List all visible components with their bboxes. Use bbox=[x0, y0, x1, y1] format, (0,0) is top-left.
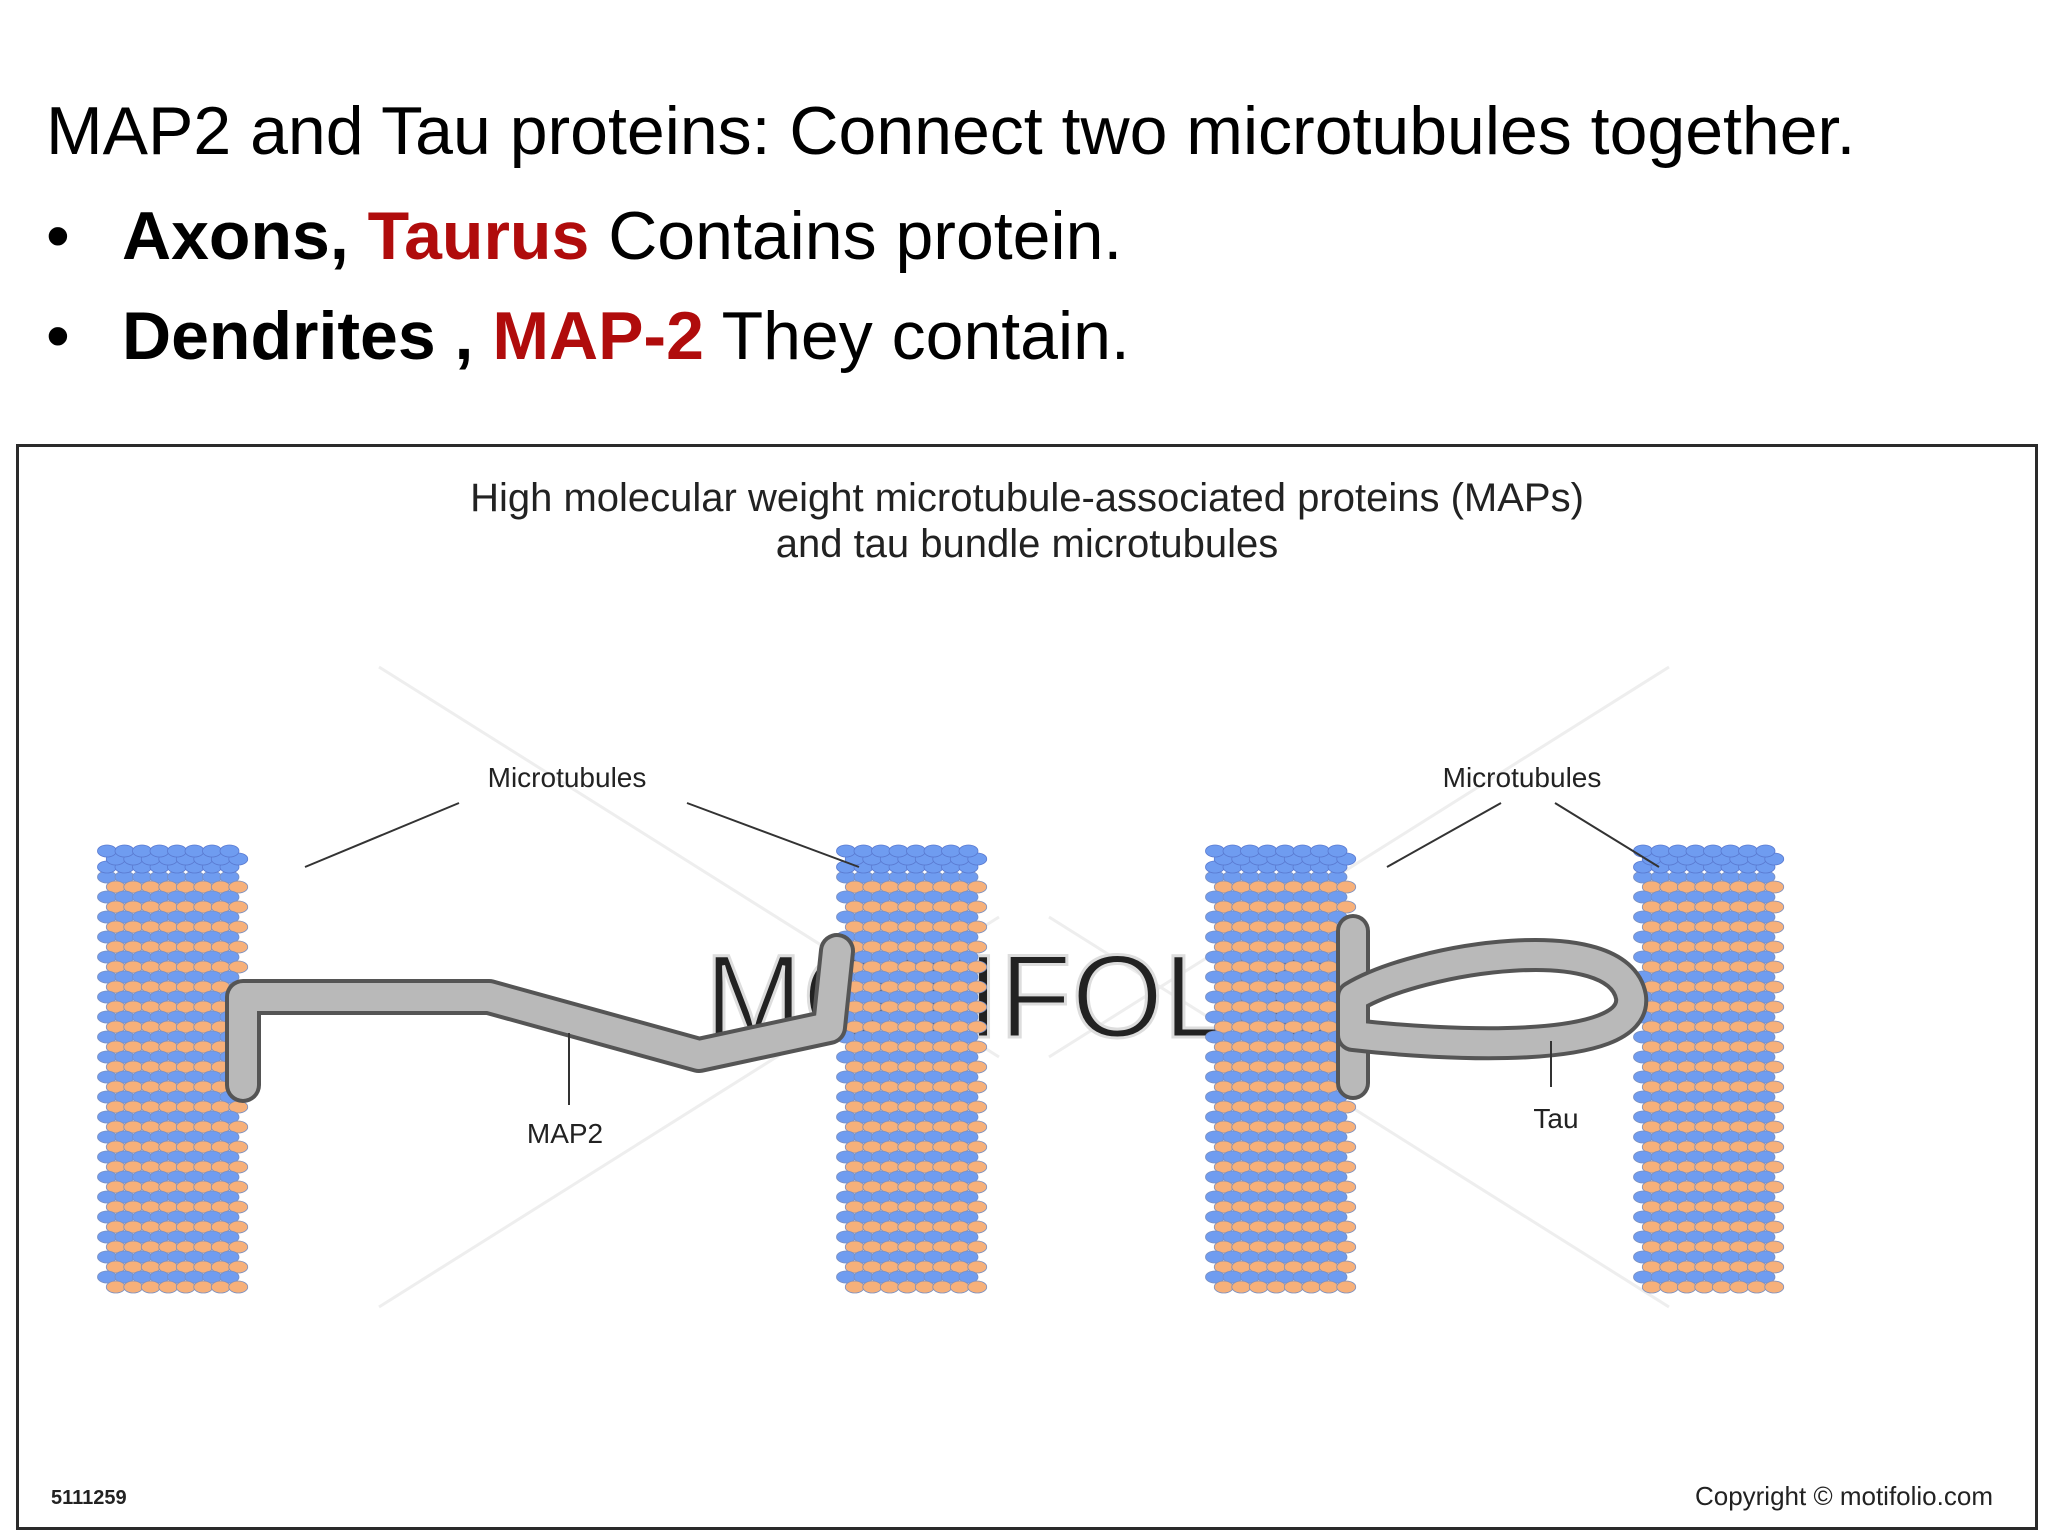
bullet-axons: • Axons, Taurus Contains protein. bbox=[46, 186, 1130, 286]
slide-heading: MAP2 and Tau proteins: Connect two micro… bbox=[46, 93, 1856, 169]
bullet-list: • Axons, Taurus Contains protein. • Dend… bbox=[46, 186, 1130, 386]
image-id: 5111259 bbox=[51, 1487, 127, 1509]
figure-title-line2: and tau bundle microtubules bbox=[776, 522, 1279, 566]
microtubule-right-a bbox=[1205, 844, 1357, 1294]
bullet-rest-text: They contain. bbox=[721, 298, 1130, 374]
microtubules-label-left: Microtubules bbox=[488, 762, 647, 793]
bullet-marker: • bbox=[46, 198, 70, 274]
bullet-highlight-term: Taurus bbox=[367, 198, 590, 274]
bullet-dendrites: • Dendrites , MAP-2 They contain. bbox=[46, 286, 1130, 386]
microtubules-label-right: Microtubules bbox=[1443, 762, 1602, 793]
bullet-highlight-term: MAP-2 bbox=[492, 298, 704, 374]
microtubule-left-a bbox=[97, 844, 249, 1294]
bullet-marker: • bbox=[46, 298, 70, 374]
microtubule-figure: MOTIFOLIO High molecular weight microtub… bbox=[16, 444, 2038, 1530]
tau-label: Tau bbox=[1533, 1103, 1578, 1134]
map2-label: MAP2 bbox=[527, 1118, 603, 1149]
leader-lines bbox=[304, 802, 1660, 1105]
tau-protein bbox=[1336, 914, 1649, 1100]
bullet-rest-text: Contains protein. bbox=[608, 198, 1123, 274]
microtubule-left-b bbox=[836, 844, 988, 1294]
map2-protein bbox=[225, 933, 855, 1103]
figure-title-line1: High molecular weight microtubule-associ… bbox=[470, 476, 1584, 520]
copyright-text: Copyright © motifolio.com bbox=[1695, 1481, 1993, 1511]
microtubule-right-b bbox=[1633, 844, 1785, 1294]
bullet-bold-term: Axons, bbox=[122, 198, 349, 274]
microtubule-diagram: MOTIFOLIO High molecular weight microtub… bbox=[51, 476, 1993, 1511]
bullet-bold-term: Dendrites , bbox=[122, 298, 474, 374]
